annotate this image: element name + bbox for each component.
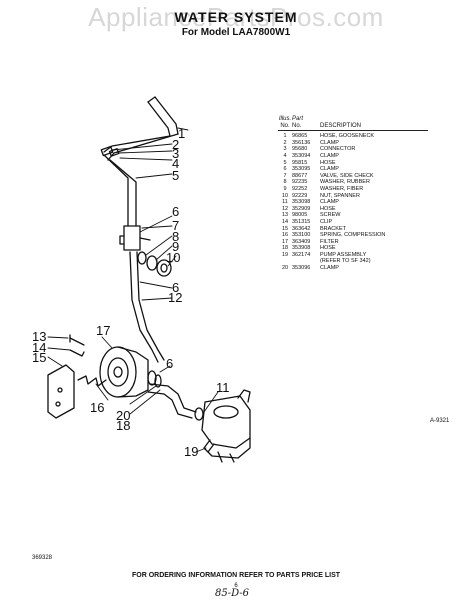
callout-6-middle: 6 <box>172 280 179 295</box>
callout-12: 12 <box>168 290 182 305</box>
bracket <box>47 364 75 419</box>
callout-13: 13 <box>32 329 46 344</box>
gooseneck-hose <box>147 101 171 137</box>
pump-assembly <box>201 395 251 449</box>
clamp-11 <box>194 407 204 421</box>
washer-fiber-9 <box>146 255 158 271</box>
callout-3: 3 <box>172 146 179 161</box>
callout-5: 5 <box>172 168 179 183</box>
clip <box>69 349 85 357</box>
catalog-number: 369328 <box>32 555 53 561</box>
callout-19: 19 <box>184 444 198 459</box>
clamp-6-filter <box>147 370 157 386</box>
figure-label: A-9321 <box>430 418 450 424</box>
callout-20: 20 <box>116 408 130 423</box>
clamp-2 <box>100 145 114 157</box>
parts-list-header-top: Illus. Part <box>278 116 304 122</box>
handwritten-note: 85-D-6 <box>215 588 250 599</box>
screw <box>69 337 85 346</box>
callout-2: 2 <box>172 137 179 152</box>
callout-14: 14 <box>32 340 46 355</box>
spring <box>77 375 107 387</box>
callout-11: 11 <box>216 380 230 395</box>
page-title: WATER SYSTEM <box>174 9 298 25</box>
callout-4: 4 <box>172 156 179 171</box>
page-subtitle: For Model LAA7800W1 <box>181 27 291 38</box>
callout-6-lower: 6 <box>166 356 173 371</box>
callout-18: 18 <box>116 418 130 433</box>
callout-1: 1 <box>178 126 185 141</box>
spanner-nut-10 <box>156 259 172 277</box>
ordering-footer: FOR ORDERING INFORMATION REFER TO PARTS … <box>131 572 341 579</box>
hose-18 <box>149 383 197 413</box>
callout-15: 15 <box>32 350 46 365</box>
filter <box>99 346 137 398</box>
callout-10: 10 <box>166 250 180 265</box>
callout-6-upper: 6 <box>172 204 179 219</box>
parts-row: (REFER TO SF 342) <box>320 258 371 265</box>
hose-5 <box>103 154 129 227</box>
callout-7: 7 <box>172 218 179 233</box>
washer-rubber-8 <box>137 251 147 265</box>
callout-16: 16 <box>90 400 104 415</box>
callout-17: 17 <box>96 323 110 338</box>
parts-list-header: No. No. DESCRIPTION <box>278 123 428 132</box>
callout-9: 9 <box>172 239 179 254</box>
callout-8: 8 <box>172 229 179 244</box>
page-number: 6 <box>234 583 238 589</box>
connector-hose-top <box>103 135 171 153</box>
side-check-valve <box>123 225 141 251</box>
watermark: AppliancePartsPros.com <box>88 2 384 32</box>
hose-12 <box>129 251 159 363</box>
